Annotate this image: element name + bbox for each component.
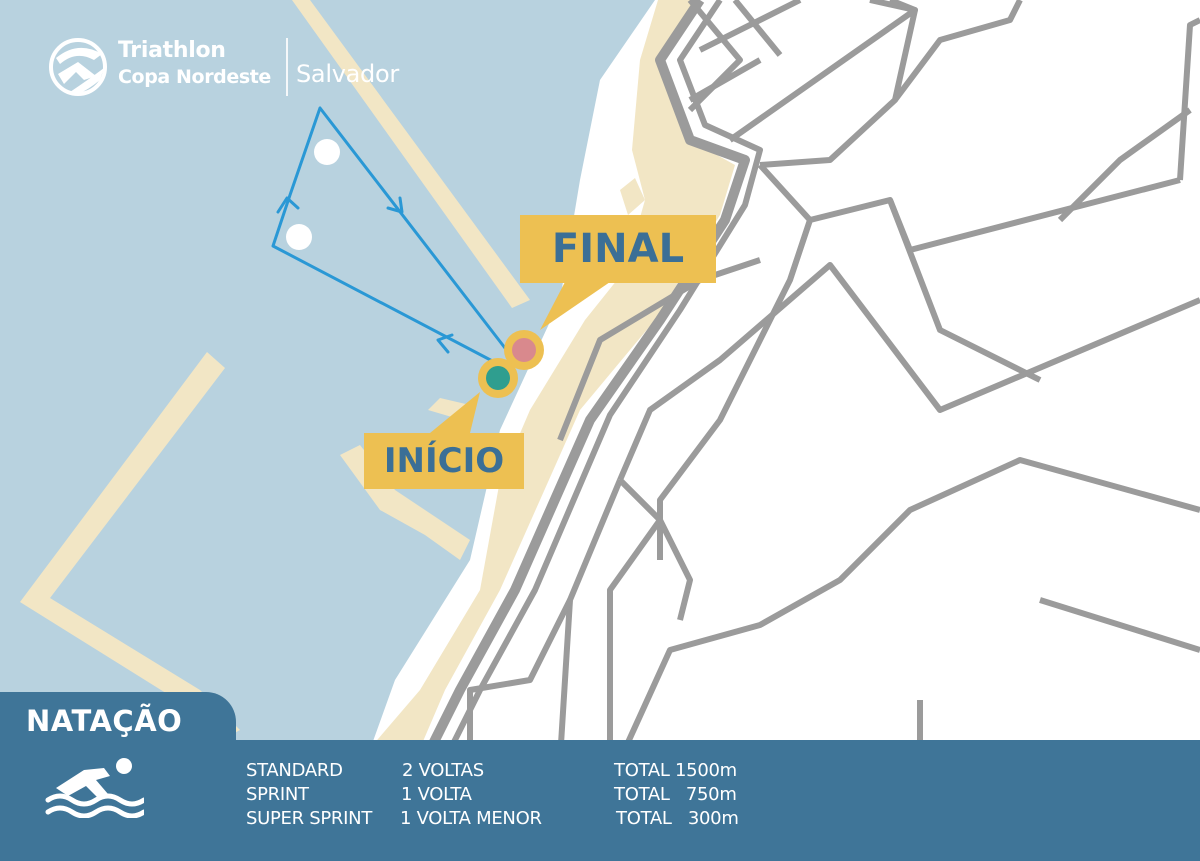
- finish-marker: [504, 330, 544, 370]
- pier-north: [292, 0, 530, 308]
- route-arrow-2: [276, 196, 300, 214]
- route-arrow-3: [436, 333, 454, 354]
- brand-city: Salvador: [296, 60, 399, 88]
- brand-subtitle: Copa Nordeste: [118, 66, 271, 88]
- sea-area: [0, 0, 655, 861]
- row-category: SPRINT: [246, 784, 309, 805]
- brand-divider: [286, 38, 288, 96]
- beach-spur-2: [620, 178, 645, 215]
- city-grid: [467, 0, 1200, 763]
- swimmer-icon: [45, 758, 144, 818]
- route-arrow-1: [386, 196, 404, 214]
- swim-route: [271, 106, 507, 367]
- finish-label: FINAL: [520, 215, 716, 283]
- route-line: [271, 106, 507, 367]
- start-pointer: [430, 392, 480, 433]
- legend-title: NATAÇÃO: [26, 704, 183, 738]
- row-total: TOTAL 750m: [614, 784, 737, 805]
- buoy-2: [286, 224, 312, 250]
- row-total: TOTAL 1500m: [614, 760, 737, 781]
- row-laps: 1 VOLTA: [401, 784, 472, 805]
- triathlon-logo-icon: [49, 38, 107, 96]
- start-label: INÍCIO: [364, 433, 524, 489]
- brand-title: Triathlon: [118, 38, 226, 63]
- row-laps: 1 VOLTA MENOR: [400, 808, 542, 829]
- legend-panel: [0, 740, 1200, 861]
- row-category: SUPER SPRINT: [246, 808, 373, 829]
- finish-pointer: [540, 282, 610, 330]
- row-total: TOTAL 300m: [616, 808, 739, 829]
- row-laps: 2 VOLTAS: [402, 760, 484, 781]
- start-marker: [478, 358, 518, 398]
- buoy-1: [314, 139, 340, 165]
- breakwater-west: [20, 352, 240, 740]
- row-category: STANDARD: [246, 760, 343, 781]
- coastal-avenue: [365, 0, 750, 861]
